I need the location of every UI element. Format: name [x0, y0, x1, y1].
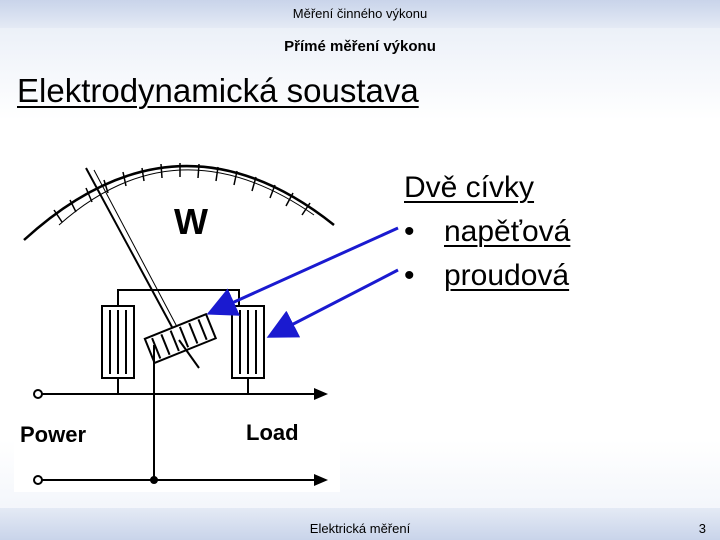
bullet-symbol: •	[404, 215, 415, 248]
bullet-text-voltage: napěťová	[444, 215, 571, 248]
footer-text: Elektrická měření	[309, 521, 411, 536]
meter-label: W	[174, 201, 208, 242]
wiring	[42, 289, 314, 481]
coil-heading: Dvě cívky	[404, 171, 535, 204]
bullet-item: • napěťová	[404, 210, 570, 254]
scale-arc	[23, 164, 335, 241]
header-title: Měření činného výkonu	[292, 6, 428, 21]
power-label: Power	[20, 422, 86, 447]
slide-title: Elektrodynamická soustava	[17, 72, 419, 109]
terminals	[33, 389, 158, 485]
moving-coil	[143, 312, 218, 365]
slide-subtitle: Přímé měření výkonu	[284, 38, 436, 55]
fixed-coil-right	[231, 305, 265, 379]
load-arrow-top	[314, 388, 328, 400]
footer-bar	[0, 508, 720, 540]
bullet-item: • proudová	[404, 254, 570, 298]
load-label: Load	[246, 420, 299, 445]
load-arrow-bottom	[314, 474, 328, 486]
scale-inner-arc	[58, 169, 315, 226]
bullet-text-current: proudová	[444, 259, 570, 292]
fixed-coil-left	[101, 305, 135, 379]
header-bar	[0, 0, 720, 28]
page-number: 3	[698, 521, 706, 536]
coil-list: Dvě cívky • napěťová • proudová	[404, 166, 570, 298]
meter-pointer	[85, 167, 180, 341]
scale-ticks	[53, 163, 311, 223]
wattmeter-diagram: W Power Load	[14, 130, 340, 492]
bullet-symbol: •	[404, 259, 415, 292]
